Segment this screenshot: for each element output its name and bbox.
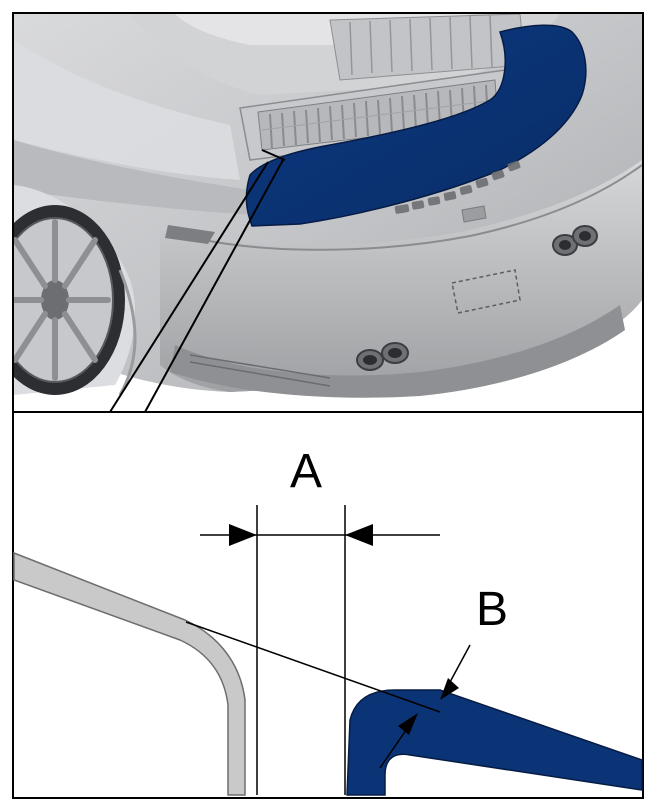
exhaust-right [552,225,598,256]
callout-b-label: B [476,583,508,636]
detail-leader [109,149,286,413]
exhaust-center [356,342,409,371]
dimension-arrow-right [345,524,373,546]
film-edge-detail [346,689,643,796]
callout-b-arrow-lower [398,713,418,735]
dimension-a-label: A [290,445,322,498]
frame-border [12,12,644,799]
body-panel-edge [13,551,246,796]
diffuser [170,305,625,398]
detail-view: A B [13,445,643,796]
license-plate-recess [451,269,521,314]
badge-lettering [394,160,521,214]
dimension-arrow-left [229,524,257,546]
rear-bumper [160,160,642,392]
protective-film-area [245,24,587,227]
car-rear-view [14,14,642,412]
engine-grille [239,69,511,161]
rear-wheel [14,185,135,395]
gap-reference-line [185,621,441,713]
callout-b-arrow-upper [440,678,459,700]
